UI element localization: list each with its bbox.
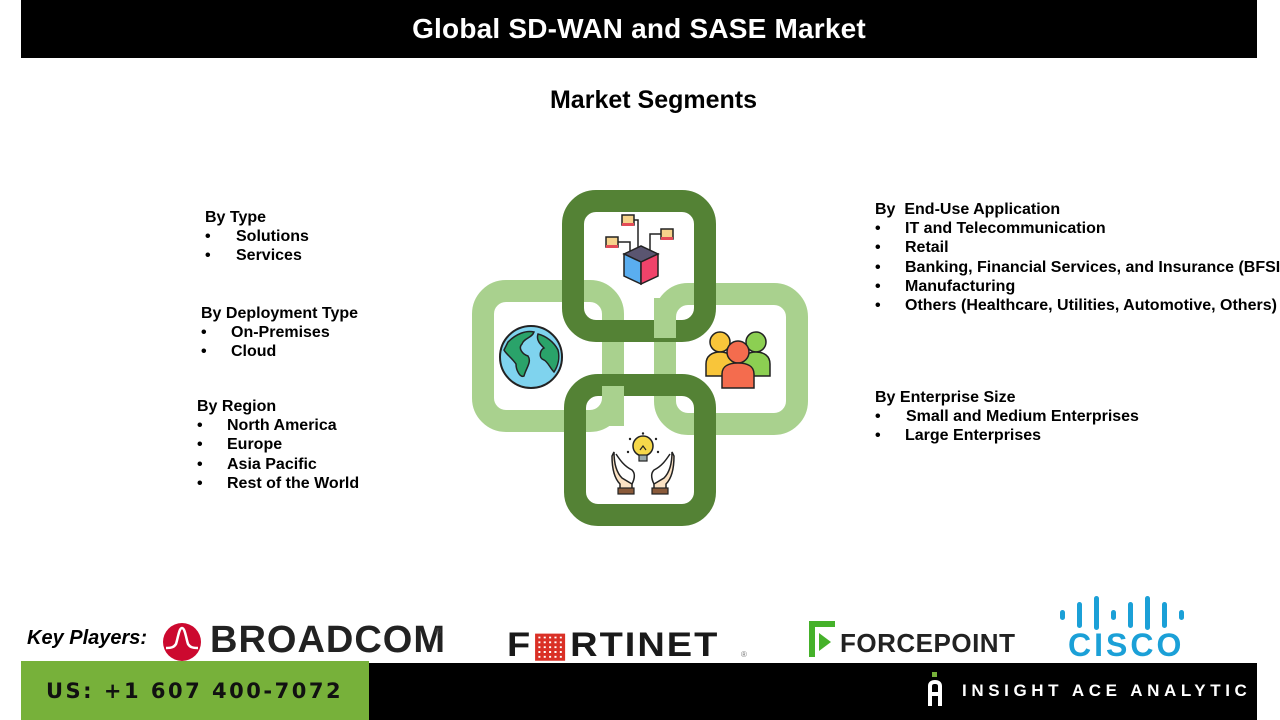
list-item: •Retail	[875, 239, 949, 257]
segment-by-region: By Region •North America •Europe •Asia P…	[197, 397, 359, 493]
list-item: •North America	[197, 417, 337, 435]
list-item: •Small and Medium Enterprises	[875, 408, 1139, 426]
list-item: •On-Premises	[201, 324, 330, 342]
page-title: Global SD-WAN and SASE Market	[412, 13, 866, 44]
list-item: •Rest of the World	[197, 474, 360, 492]
ring-top	[562, 190, 716, 342]
network-cube-icon	[605, 214, 674, 286]
insight-ace-logo-icon	[928, 672, 942, 706]
contact-box: US: +1 607 400-7072	[21, 661, 369, 720]
segment-by-enterprise-size: By Enterprise Size •Small and Medium Ent…	[875, 388, 1139, 446]
people-group-icon	[705, 331, 771, 389]
segment-title: By Type	[205, 209, 267, 226]
list-item: •IT and Telecommunication	[875, 220, 1106, 238]
segment-title: By Region	[197, 398, 277, 415]
interlock-segment	[602, 386, 624, 426]
interlock-segment	[654, 298, 676, 338]
segment-title: By Enterprise Size	[875, 389, 1016, 406]
segment-title: By End-Use Application	[875, 201, 1061, 218]
segment-by-end-use: By End-Use Application •IT and Telecommu…	[875, 200, 1280, 315]
cisco-bars-icon	[1060, 596, 1184, 630]
fortinet-logo-text: F▦FORTINETRTINET	[507, 626, 720, 664]
section-title: Market Segments	[549, 86, 758, 114]
phone-number[interactable]: US: +1 607 400-7072	[46, 678, 344, 703]
ring-bottom	[564, 374, 716, 526]
registered-mark: ®	[741, 650, 747, 659]
globe-icon	[499, 325, 563, 389]
idea-hands-icon	[611, 432, 675, 495]
segment-by-type: By Type •Solutions •Services	[205, 208, 309, 266]
list-item: •Others (Healthcare, Utilities, Automoti…	[875, 297, 1277, 315]
list-item: •Asia Pacific	[197, 455, 317, 473]
cisco-logo-text: CISCO	[1068, 627, 1185, 663]
footer-bar	[369, 663, 1257, 720]
brand-name: INSIGHT ACE ANALYTIC	[962, 681, 1252, 700]
list-item: •Solutions	[205, 228, 309, 246]
registered-mark: ®	[435, 627, 441, 636]
list-item: •Large Enterprises	[875, 427, 1042, 445]
segment-title: By Deployment Type	[201, 305, 359, 322]
key-players-label: Key Players:	[27, 627, 148, 649]
forcepoint-logo-icon	[809, 621, 835, 657]
forcepoint-logo-text: FORCEPOINT	[840, 628, 1016, 658]
list-item: •Europe	[197, 436, 283, 454]
list-item: •Services	[205, 247, 302, 265]
list-item: •Cloud	[201, 343, 277, 361]
list-item: •Banking, Financial Services, and Insura…	[875, 258, 1280, 276]
list-item: •Manufacturing	[875, 277, 1016, 295]
broadcom-logo-text: BROADCOM	[210, 619, 446, 661]
segment-by-deployment: By Deployment Type •On-Premises •Cloud	[201, 304, 358, 362]
segments-chain-graphic	[470, 186, 810, 528]
header-bar: Global SD-WAN and SASE Market	[21, 0, 1257, 58]
broadcom-logo-icon	[163, 623, 201, 661]
